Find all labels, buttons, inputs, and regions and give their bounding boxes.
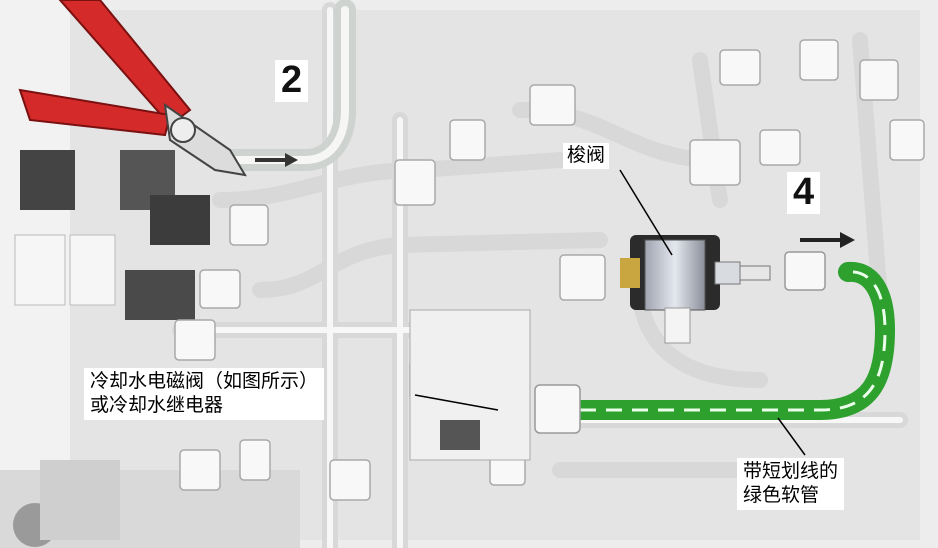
callout-green-tube: 带短划线的 绿色软管 bbox=[737, 458, 845, 510]
callout-green-tube-line1: 带短划线的 bbox=[743, 460, 839, 482]
green-tube-fitting bbox=[534, 384, 581, 434]
solenoid-dark-part bbox=[440, 420, 480, 450]
step-2-label: 2 bbox=[275, 59, 309, 102]
terminal-block bbox=[125, 270, 195, 320]
leader-line-green-tube bbox=[777, 417, 806, 456]
terminal-block bbox=[20, 150, 75, 210]
callout-shuttle-valve: 梭阀 bbox=[563, 143, 610, 169]
callout-solenoid-line2: 或冷却水继电器 bbox=[90, 393, 224, 416]
detached-fitting bbox=[784, 251, 826, 291]
cut-tube-highlight bbox=[221, 6, 349, 164]
callout-solenoid-line1: 冷却水电磁阀（如图所示） bbox=[90, 370, 319, 392]
right-arrow-icon bbox=[800, 232, 855, 248]
shuttle-valve bbox=[620, 235, 771, 344]
wire-cutter-icon bbox=[18, 0, 247, 177]
green-tube-stripe bbox=[580, 270, 887, 412]
leader-line-valve bbox=[619, 169, 673, 256]
callout-green-tube-line2: 绿色软管 bbox=[743, 483, 820, 506]
right-arrow-icon bbox=[255, 153, 298, 167]
connector-block bbox=[69, 234, 116, 306]
callout-solenoid: 冷却水电磁阀（如图所示） 或冷却水继电器 bbox=[84, 368, 325, 420]
step-4-label: 4 bbox=[787, 171, 821, 214]
connector-block bbox=[40, 460, 120, 540]
leader-line-solenoid bbox=[414, 394, 499, 411]
connector-block bbox=[14, 234, 66, 306]
terminal-block bbox=[150, 195, 210, 245]
